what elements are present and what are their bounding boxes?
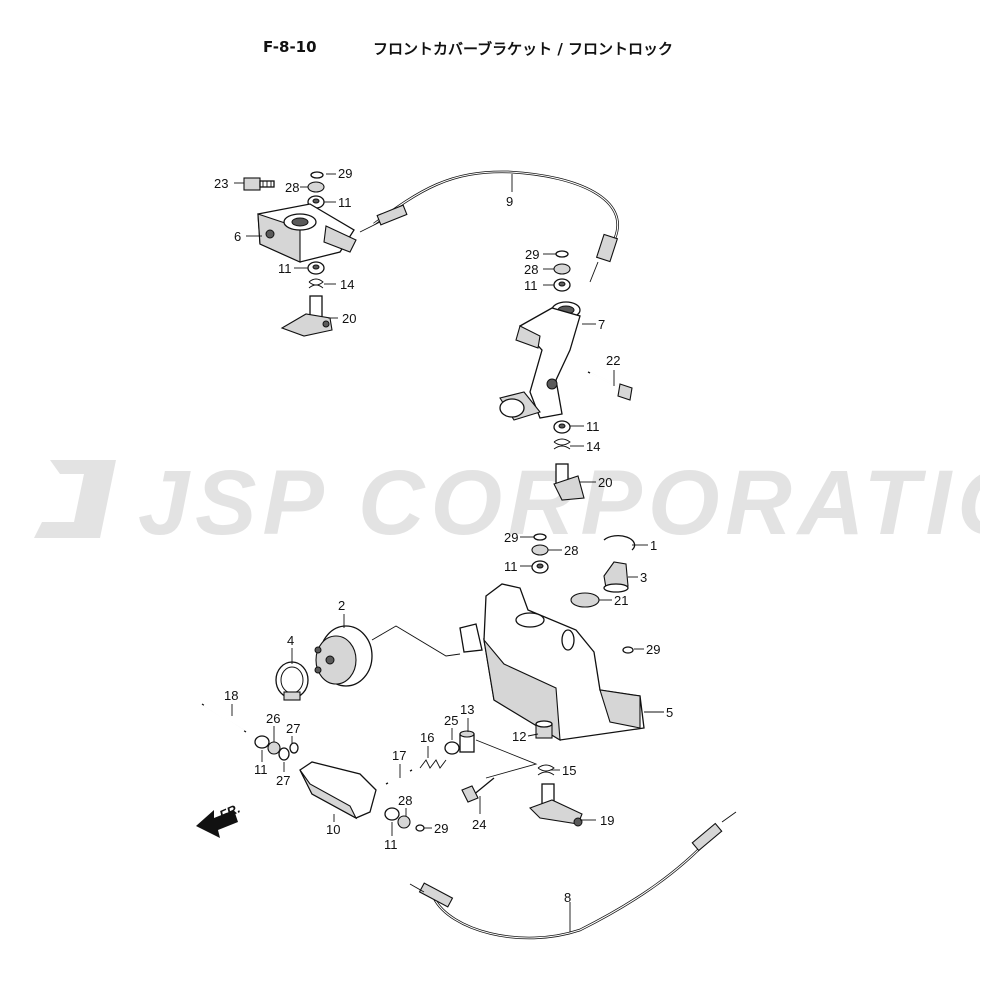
callout-2: 2 xyxy=(338,598,345,613)
washer-25-part xyxy=(444,741,460,755)
callout-20-left: 20 xyxy=(342,311,356,326)
washer-27b-part xyxy=(289,742,299,754)
bolt-23-part xyxy=(243,177,275,191)
bracket-6-part xyxy=(257,203,357,263)
callout-14-left: 14 xyxy=(340,277,354,292)
collar-13-part xyxy=(459,730,475,753)
callout-13: 13 xyxy=(460,702,474,717)
callout-9: 9 xyxy=(506,194,513,209)
callout-16: 16 xyxy=(420,730,434,745)
clip-29b-part xyxy=(555,250,569,258)
bushing-11f-part xyxy=(384,807,400,821)
callout-23: 23 xyxy=(214,176,228,191)
callout-15: 15 xyxy=(562,763,576,778)
callout-11-lower-top: 11 xyxy=(504,559,518,574)
washer-27a-part xyxy=(278,747,290,761)
pin-17-part xyxy=(385,769,413,785)
callout-11-right-top: 11 xyxy=(524,278,538,293)
callout-29-lower-top: 29 xyxy=(504,530,518,545)
bolt-24-part xyxy=(461,777,495,803)
clip-29-part xyxy=(310,171,324,179)
callout-4: 4 xyxy=(287,633,294,648)
nut-12-part xyxy=(535,720,553,739)
callout-11-bolt: 11 xyxy=(254,762,268,777)
callout-11-left-lower: 11 xyxy=(278,261,292,276)
front-lock-lever-assembly xyxy=(243,171,357,337)
handle-10-part xyxy=(299,761,377,820)
diagram-title: フロントカバーブラケット / フロントロック xyxy=(373,40,674,58)
front-direction-arrow-icon xyxy=(196,810,238,838)
callout-28-handle: 28 xyxy=(398,793,412,808)
callout-25: 25 xyxy=(444,713,458,728)
lever-19-part xyxy=(529,783,583,827)
clip-1-part xyxy=(603,535,636,551)
clip-29d-part xyxy=(622,646,634,654)
callout-11-handle: 11 xyxy=(384,837,398,852)
callout-18: 18 xyxy=(224,688,238,703)
callout-3: 3 xyxy=(640,570,647,585)
washer-28c-part xyxy=(531,544,549,556)
callout-17: 17 xyxy=(392,748,406,763)
bolt-22-part xyxy=(587,371,633,401)
callout-6: 6 xyxy=(234,229,241,244)
arm-7-part xyxy=(499,301,581,421)
callout-29-bracket: 29 xyxy=(646,642,660,657)
washer-28b-part xyxy=(553,263,571,275)
bolt-18-part xyxy=(201,703,247,733)
callout-28-top-left: 28 xyxy=(285,180,299,195)
cover-2-part xyxy=(314,625,373,687)
callout-29-handle: 29 xyxy=(434,821,448,836)
clamp-4-part xyxy=(275,661,309,701)
spring-14-part xyxy=(308,278,324,289)
spring-14b-part xyxy=(553,438,571,450)
diagram-page-code: F-8-10 xyxy=(263,38,317,56)
front-cover-bracket-assembly xyxy=(201,533,645,832)
front-lock-arm-assembly xyxy=(499,250,633,501)
callout-20-right: 20 xyxy=(598,475,612,490)
callout-7: 7 xyxy=(598,317,605,332)
callout-27-lower: 27 xyxy=(276,773,290,788)
callout-5: 5 xyxy=(666,705,673,720)
cap-3-part xyxy=(603,561,629,593)
callout-28-lower-top: 28 xyxy=(564,543,578,558)
callout-10: 10 xyxy=(326,822,340,837)
callout-11-right-lower: 11 xyxy=(586,419,600,434)
cable-8-part xyxy=(409,811,737,940)
callout-11-top-left: 11 xyxy=(338,195,352,210)
callout-27-upper: 27 xyxy=(286,721,300,736)
clip-29c-part xyxy=(533,533,547,541)
callout-8: 8 xyxy=(564,890,571,905)
callout-29-top-left: 29 xyxy=(338,166,352,181)
lever-20-part xyxy=(280,295,333,337)
plug-21-part xyxy=(570,592,600,608)
callout-29-right-top: 29 xyxy=(525,247,539,262)
bushing-11e-part xyxy=(254,735,270,749)
callout-labels: 23 28 29 11 6 11 14 20 9 29 28 11 7 22 1… xyxy=(214,166,673,905)
spring-16-part xyxy=(419,759,447,769)
washer-28-part xyxy=(307,181,325,193)
callout-19: 19 xyxy=(600,813,614,828)
callout-21: 21 xyxy=(614,593,628,608)
callout-12: 12 xyxy=(512,729,526,744)
callout-28-right-top: 28 xyxy=(524,262,538,277)
washer-26-part xyxy=(267,741,281,755)
callout-22: 22 xyxy=(606,353,620,368)
callout-14-right: 14 xyxy=(586,439,600,454)
callout-26: 26 xyxy=(266,711,280,726)
clip-29e-part xyxy=(415,824,425,832)
cable-9-part xyxy=(359,170,619,283)
bracket-5-part xyxy=(459,583,645,742)
front-direction-label: FR. xyxy=(217,801,242,823)
lever-20b-part xyxy=(553,463,585,501)
callout-1: 1 xyxy=(650,538,657,553)
spring-15-part xyxy=(537,764,555,776)
callout-24: 24 xyxy=(472,817,486,832)
callout-leaders xyxy=(231,173,664,932)
washer-28d-part xyxy=(397,815,411,829)
